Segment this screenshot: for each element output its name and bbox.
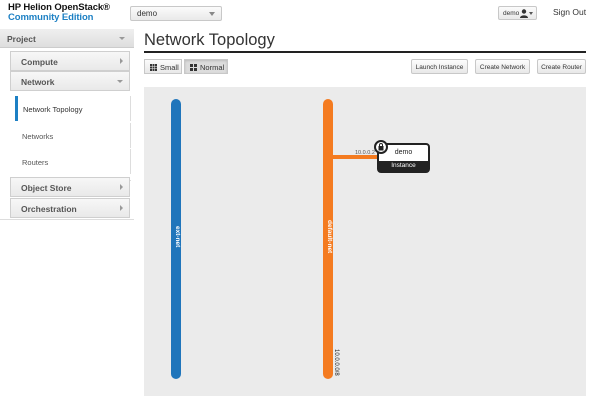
chevron-down-icon — [117, 80, 123, 83]
instance-type-label: Instance — [379, 161, 428, 171]
sidebar-item-label: Compute — [21, 57, 58, 67]
sidebar-item-network[interactable]: Network — [10, 71, 130, 91]
page-title: Network Topology — [144, 31, 275, 49]
user-menu-button[interactable]: demo — [498, 6, 537, 20]
brand-subtitle: Community Edition — [8, 12, 94, 23]
sidebar-item-label: Orchestration — [21, 204, 77, 214]
create-network-button[interactable]: Create Network — [475, 59, 530, 74]
top-header: HP Helion OpenStack® Community Edition d… — [0, 0, 600, 28]
brand-title: HP Helion OpenStack® — [8, 2, 110, 13]
sidebar-divider — [0, 219, 134, 220]
project-selector-label: demo — [137, 9, 158, 18]
sign-out-link[interactable]: Sign Out — [553, 7, 587, 17]
network-cidr-default-net: 10.0.0.0/8 — [333, 349, 339, 376]
project-selector[interactable]: demo — [130, 6, 222, 21]
sidebar-item-object-store[interactable]: Object Store — [10, 177, 130, 197]
sidebar-item-label: Object Store — [21, 183, 72, 193]
network-topology-canvas[interactable]: ext-net default-net 10.0.0.0/8 10.0.0.2 … — [144, 87, 586, 396]
network-bar-ext-net[interactable] — [171, 99, 181, 379]
size-normal-button[interactable]: Normal — [184, 59, 228, 74]
lock-icon — [378, 143, 384, 151]
sidebar-project-label: Project — [7, 34, 36, 44]
instance-console-badge[interactable] — [374, 140, 388, 154]
chevron-down-icon — [529, 12, 533, 15]
chevron-down-icon — [119, 37, 125, 40]
chevron-right-icon — [120, 58, 123, 64]
grid-small-icon — [150, 64, 157, 71]
create-router-button[interactable]: Create Router — [537, 59, 586, 74]
chevron-right-icon — [120, 184, 123, 190]
network-bar-default-net[interactable] — [323, 99, 333, 379]
network-label-default-net: default-net — [326, 220, 333, 254]
port-ip-label: 10.0.0.2 — [355, 150, 375, 156]
sidebar-item-network-topology[interactable]: Network Topology — [15, 96, 131, 121]
user-icon — [520, 9, 528, 18]
brand-logo[interactable]: HP Helion OpenStack® Community Edition — [8, 3, 110, 23]
sidebar-project-header[interactable]: Project — [0, 29, 134, 48]
chevron-down-icon — [209, 12, 215, 16]
user-menu-label: demo — [503, 10, 520, 17]
sidebar-item-orchestration[interactable]: Orchestration — [10, 198, 130, 218]
instance-node-demo[interactable]: demo Instance — [377, 143, 430, 173]
launch-instance-button[interactable]: Launch Instance — [411, 59, 468, 74]
size-small-button[interactable]: Small — [144, 59, 182, 74]
sidebar-item-networks[interactable]: Networks — [15, 123, 131, 148]
port-link[interactable] — [332, 155, 379, 159]
chevron-right-icon — [120, 205, 123, 211]
sidebar-item-compute[interactable]: Compute — [10, 51, 130, 71]
sidebar-item-label: Network — [21, 77, 55, 87]
size-normal-label: Normal — [200, 63, 225, 72]
title-divider — [144, 51, 586, 53]
network-label-ext-net: ext-net — [174, 226, 181, 248]
grid-large-icon — [190, 64, 197, 71]
instance-name: demo — [394, 149, 413, 156]
sidebar-item-routers[interactable]: Routers — [15, 149, 131, 174]
size-small-label: Small — [160, 63, 179, 72]
